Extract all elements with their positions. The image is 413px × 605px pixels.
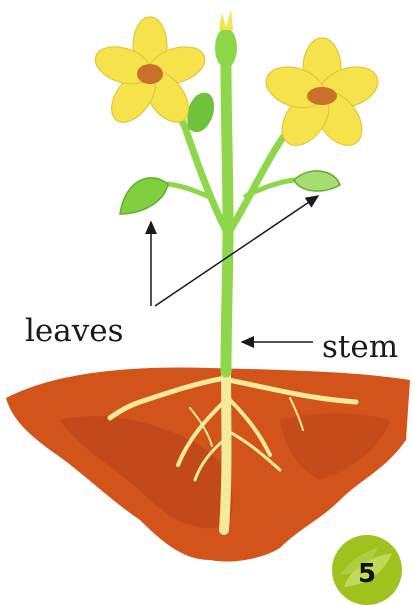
page-number-badge: 5 — [332, 535, 402, 605]
flower-bud — [215, 10, 237, 68]
flower-right — [261, 38, 383, 154]
plant-diagram — [0, 0, 413, 575]
leaves-label: leaves — [25, 316, 124, 347]
stem-label: stem — [322, 332, 398, 363]
soil — [6, 368, 410, 562]
page-number: 5 — [332, 559, 402, 589]
